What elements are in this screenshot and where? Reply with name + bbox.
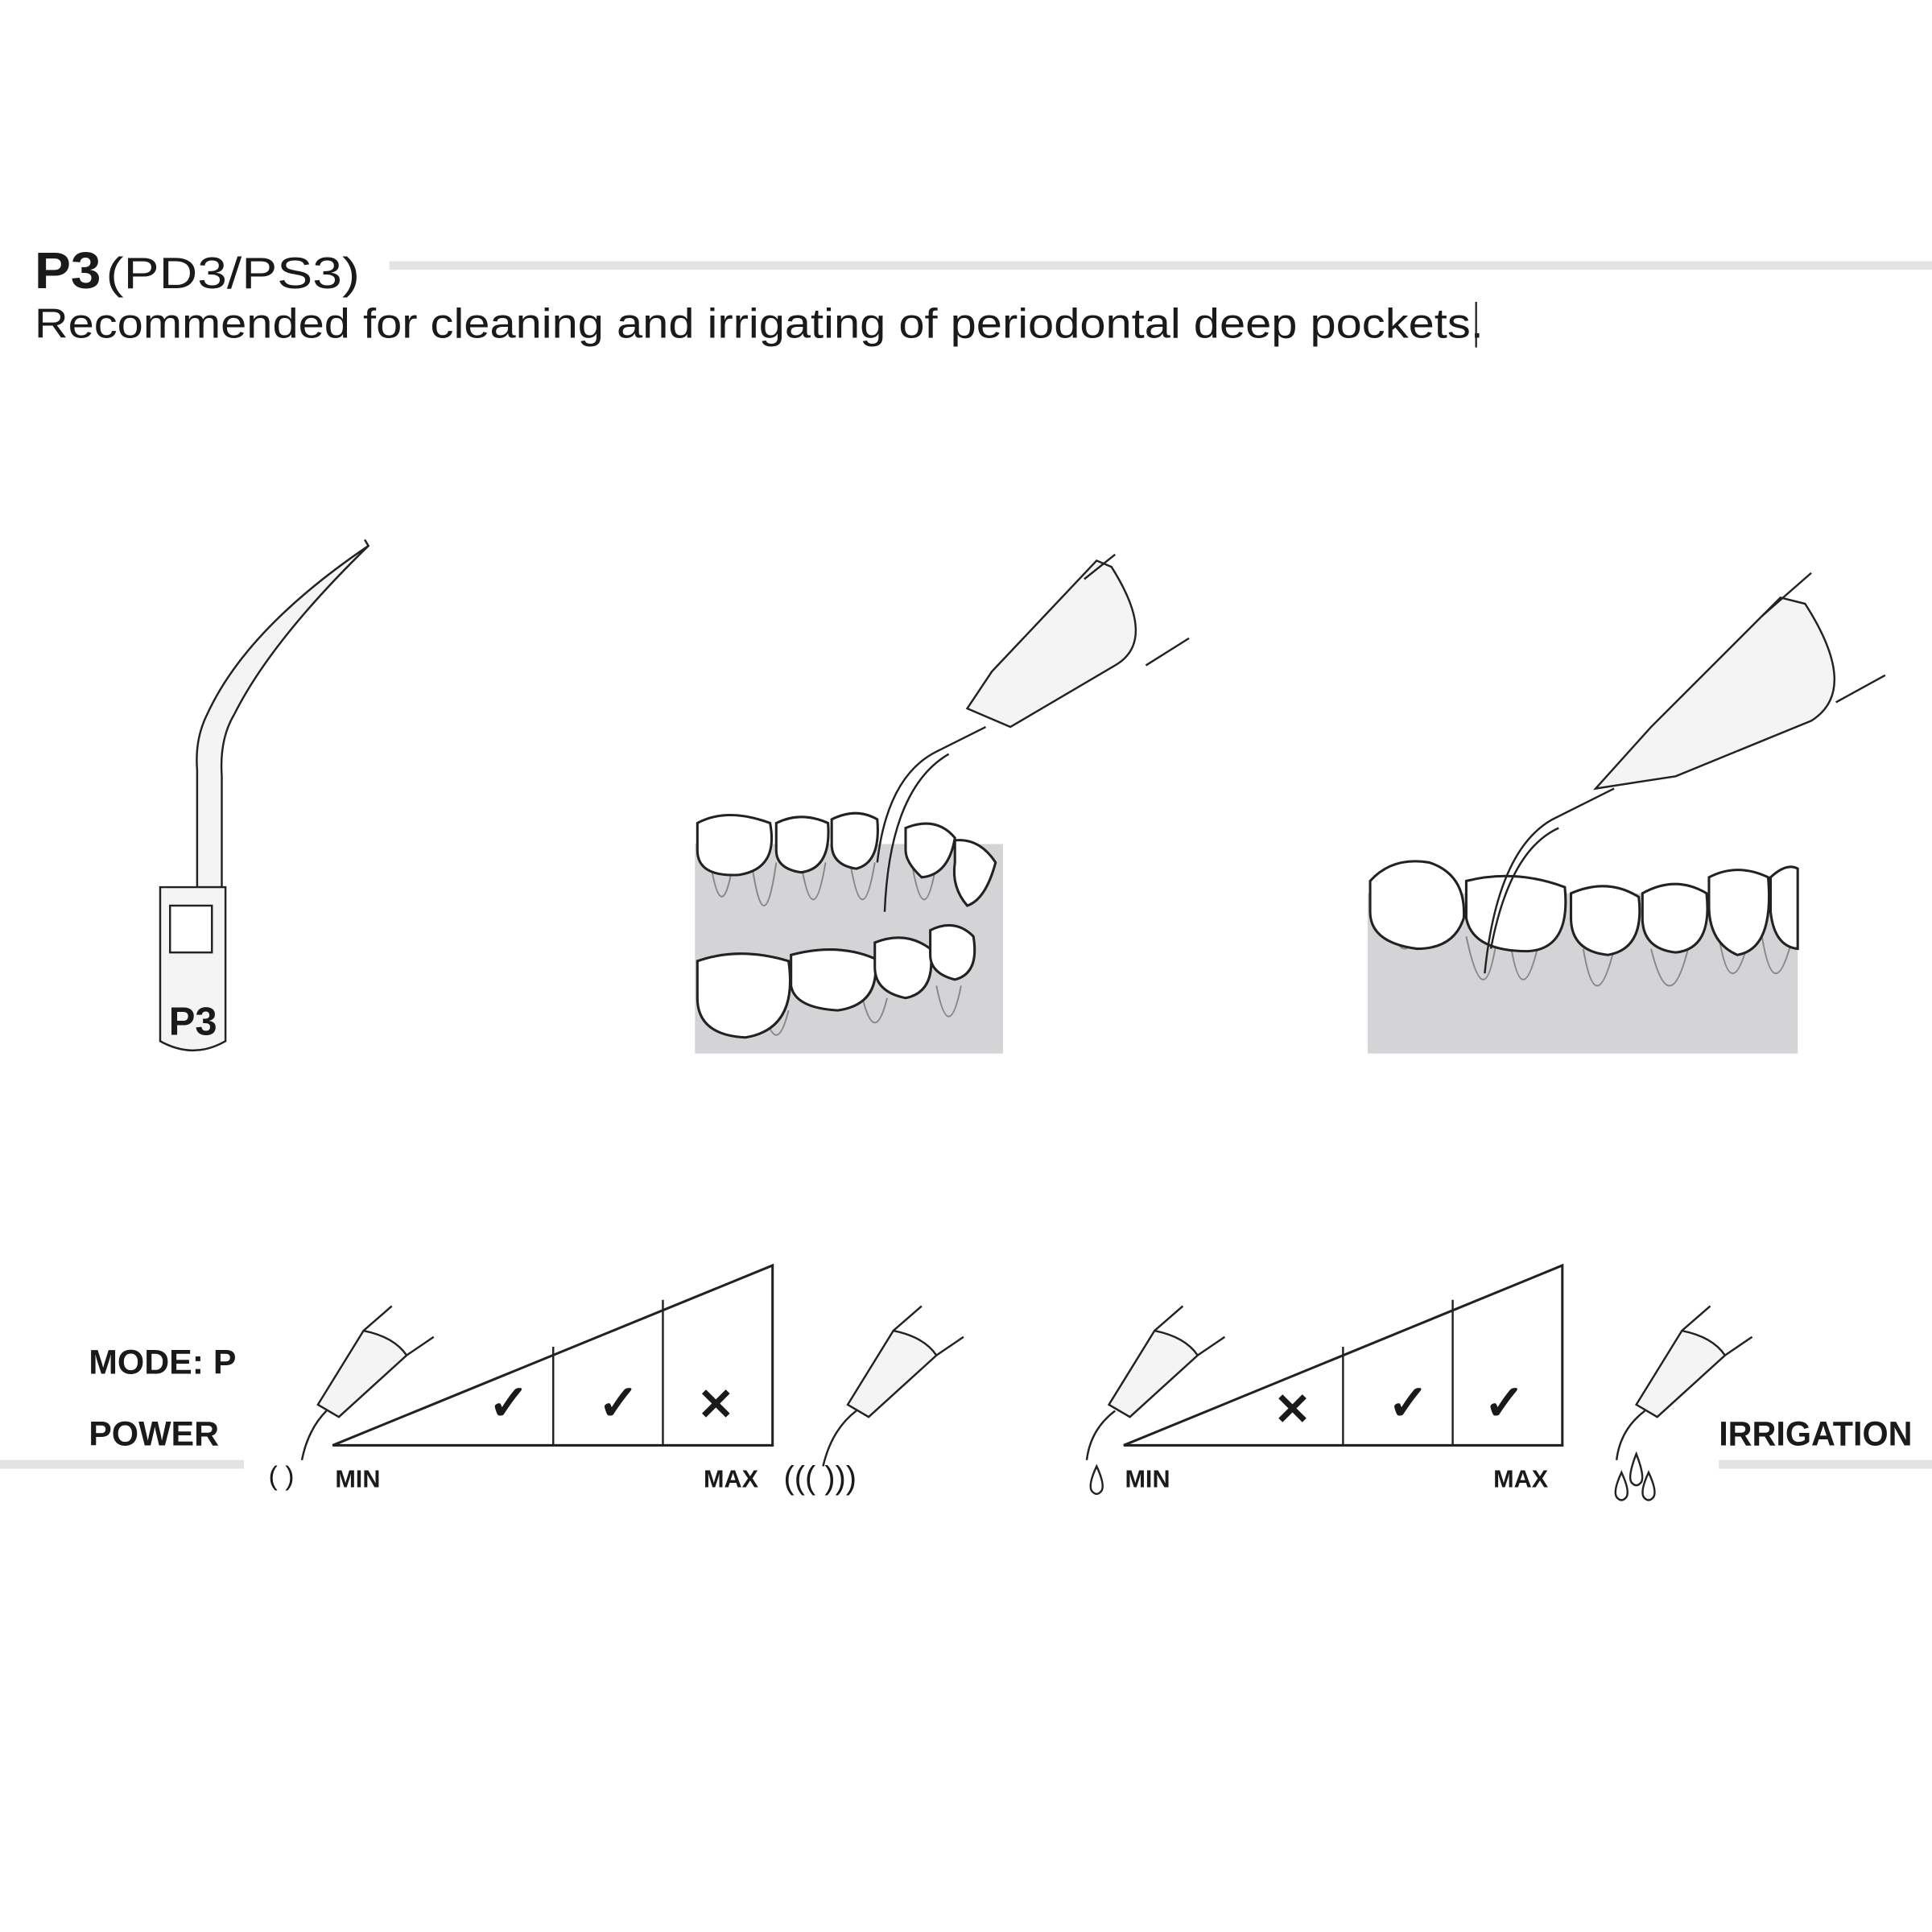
svg-text:((( ))): ((( ))) xyxy=(783,1460,857,1496)
handpiece-low-icon: ( ) xyxy=(269,1305,435,1491)
tip-engraving: P3 xyxy=(169,1001,217,1044)
power-level-1-check-icon: ✓ xyxy=(488,1375,529,1430)
mode-label: MODE: P xyxy=(89,1344,236,1382)
power-rule xyxy=(0,1459,245,1469)
irrigation-max-label: MAX xyxy=(1493,1465,1549,1492)
handpiece-high-water-icon xyxy=(1614,1305,1753,1501)
power-min-label: MIN xyxy=(335,1465,380,1492)
description: Recommended for cleaning and irrigating … xyxy=(35,300,1484,347)
power-label: POWER xyxy=(89,1414,219,1453)
scene-lower-arch-pocket xyxy=(695,553,1190,1054)
power-level-3-cross-icon: ✕ xyxy=(697,1379,734,1429)
scene-side-view-pocket xyxy=(1367,572,1886,1054)
power-level-2-check-icon: ✓ xyxy=(598,1375,639,1430)
irrigation-rule xyxy=(1719,1459,1932,1469)
handpiece-low-water-icon xyxy=(1085,1305,1226,1496)
svg-text:( ): ( ) xyxy=(269,1461,295,1491)
header-rule xyxy=(389,261,1932,270)
irrigation-level-3-check-icon: ✓ xyxy=(1484,1375,1525,1430)
irrigation-level-2-check-icon: ✓ xyxy=(1388,1375,1429,1430)
model-aliases: (PD3/PS3) xyxy=(106,248,360,298)
irrigation-min-label: MIN xyxy=(1125,1465,1170,1492)
handpiece-high-vibration-icon: ((( ))) xyxy=(783,1305,964,1496)
model-title: P3 xyxy=(35,242,101,299)
irrigation-level-1-cross-icon: ✕ xyxy=(1274,1384,1311,1434)
tip-illustration: P3 xyxy=(159,539,370,1052)
power-max-label: MAX xyxy=(704,1465,759,1492)
irrigation-label: IRRIGATION xyxy=(1719,1414,1912,1453)
